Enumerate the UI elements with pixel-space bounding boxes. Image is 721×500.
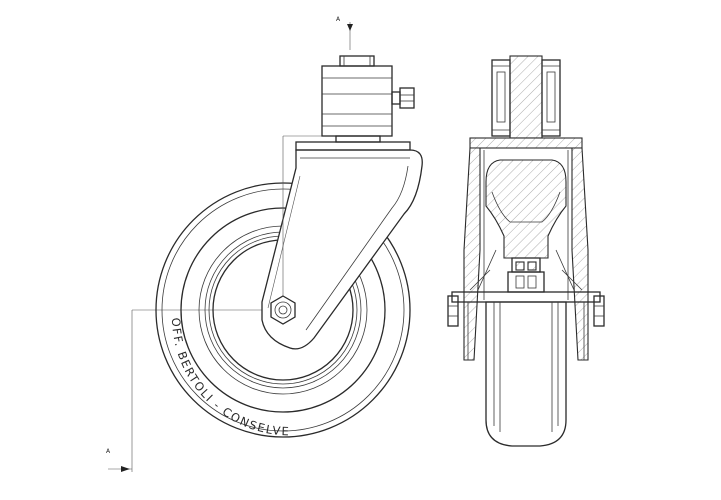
axle-nut <box>270 295 296 325</box>
section-marker-top: A <box>336 16 353 50</box>
fork-arm-side <box>261 149 423 350</box>
svg-text:A: A <box>106 448 111 455</box>
section-marker-bottom: A <box>106 309 272 472</box>
svg-text:A: A <box>336 16 341 23</box>
swivel-head <box>295 55 415 151</box>
section-view <box>447 55 605 447</box>
